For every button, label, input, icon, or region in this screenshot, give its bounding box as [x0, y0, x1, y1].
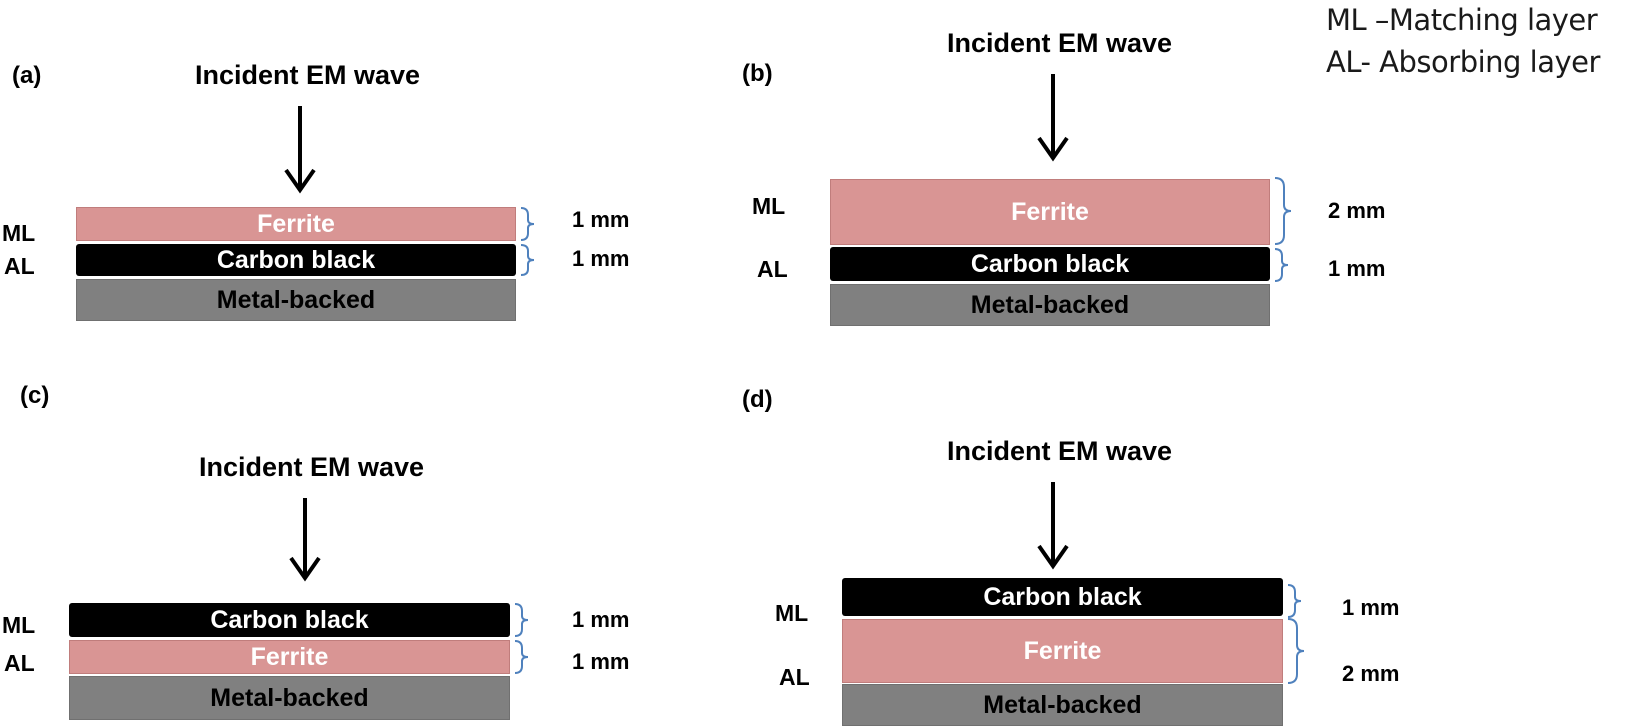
layer-metal-backed-b: Metal-backed [830, 284, 1270, 326]
incident-arrow-c [289, 498, 321, 582]
brace-top-a [520, 207, 535, 241]
brace-bottom-a [520, 244, 535, 276]
brace-top-c [514, 603, 529, 637]
incident-arrow-b [1037, 74, 1069, 162]
layer-carbon-black-b: Carbon black [830, 247, 1270, 281]
incident-arrow-a [284, 106, 316, 194]
legend-al: AL- Absorbing layer [1326, 45, 1600, 79]
panel-label-c: (c) [20, 382, 50, 409]
thickness-bottom-d: 2 mm [1342, 661, 1400, 686]
incident-wave-title-d: Incident EM wave [947, 436, 1173, 466]
layer-carbon-black-a: Carbon black [76, 244, 516, 276]
al-label-a: AL [4, 253, 35, 279]
ml-label-b: ML [752, 193, 786, 219]
incident-wave-title-c: Incident EM wave [199, 452, 425, 482]
layer-carbon-black-d: Carbon black [842, 578, 1283, 616]
brace-top-b [1274, 177, 1292, 245]
ml-label-c: ML [2, 612, 36, 638]
ml-label-d: ML [775, 600, 809, 626]
thickness-top-c: 1 mm [572, 607, 630, 632]
layer-ferrite-c: Ferrite [69, 640, 510, 674]
thickness-top-d: 1 mm [1342, 595, 1400, 620]
al-label-c: AL [4, 650, 35, 676]
incident-wave-title-b: Incident EM wave [947, 28, 1173, 58]
brace-bottom-d [1287, 618, 1305, 684]
panel-label-a: (a) [12, 62, 42, 89]
layer-metal-backed-c: Metal-backed [69, 676, 510, 720]
thickness-bottom-a: 1 mm [572, 246, 630, 271]
legend-ml: ML –Matching layer [1326, 3, 1598, 37]
panel-label-b: (b) [742, 60, 773, 87]
brace-bottom-b [1274, 248, 1289, 282]
thickness-top-b: 2 mm [1328, 198, 1386, 223]
layer-metal-backed-d: Metal-backed [842, 684, 1283, 726]
thickness-bottom-b: 1 mm [1328, 256, 1386, 281]
layer-metal-backed-a: Metal-backed [76, 279, 516, 321]
thickness-top-a: 1 mm [572, 207, 630, 232]
al-label-d: AL [779, 664, 810, 690]
layer-ferrite-b: Ferrite [830, 179, 1270, 245]
layer-ferrite-a: Ferrite [76, 207, 516, 241]
layer-carbon-black-c: Carbon black [69, 603, 510, 637]
incident-wave-title-a: Incident EM wave [195, 60, 421, 90]
brace-top-d [1287, 584, 1302, 618]
thickness-bottom-c: 1 mm [572, 649, 630, 674]
brace-bottom-c [514, 640, 529, 674]
incident-arrow-d [1037, 482, 1069, 570]
panel-label-d: (d) [742, 386, 773, 413]
layer-ferrite-d: Ferrite [842, 619, 1283, 683]
ml-label-a: ML [2, 220, 36, 246]
al-label-b: AL [757, 256, 788, 282]
